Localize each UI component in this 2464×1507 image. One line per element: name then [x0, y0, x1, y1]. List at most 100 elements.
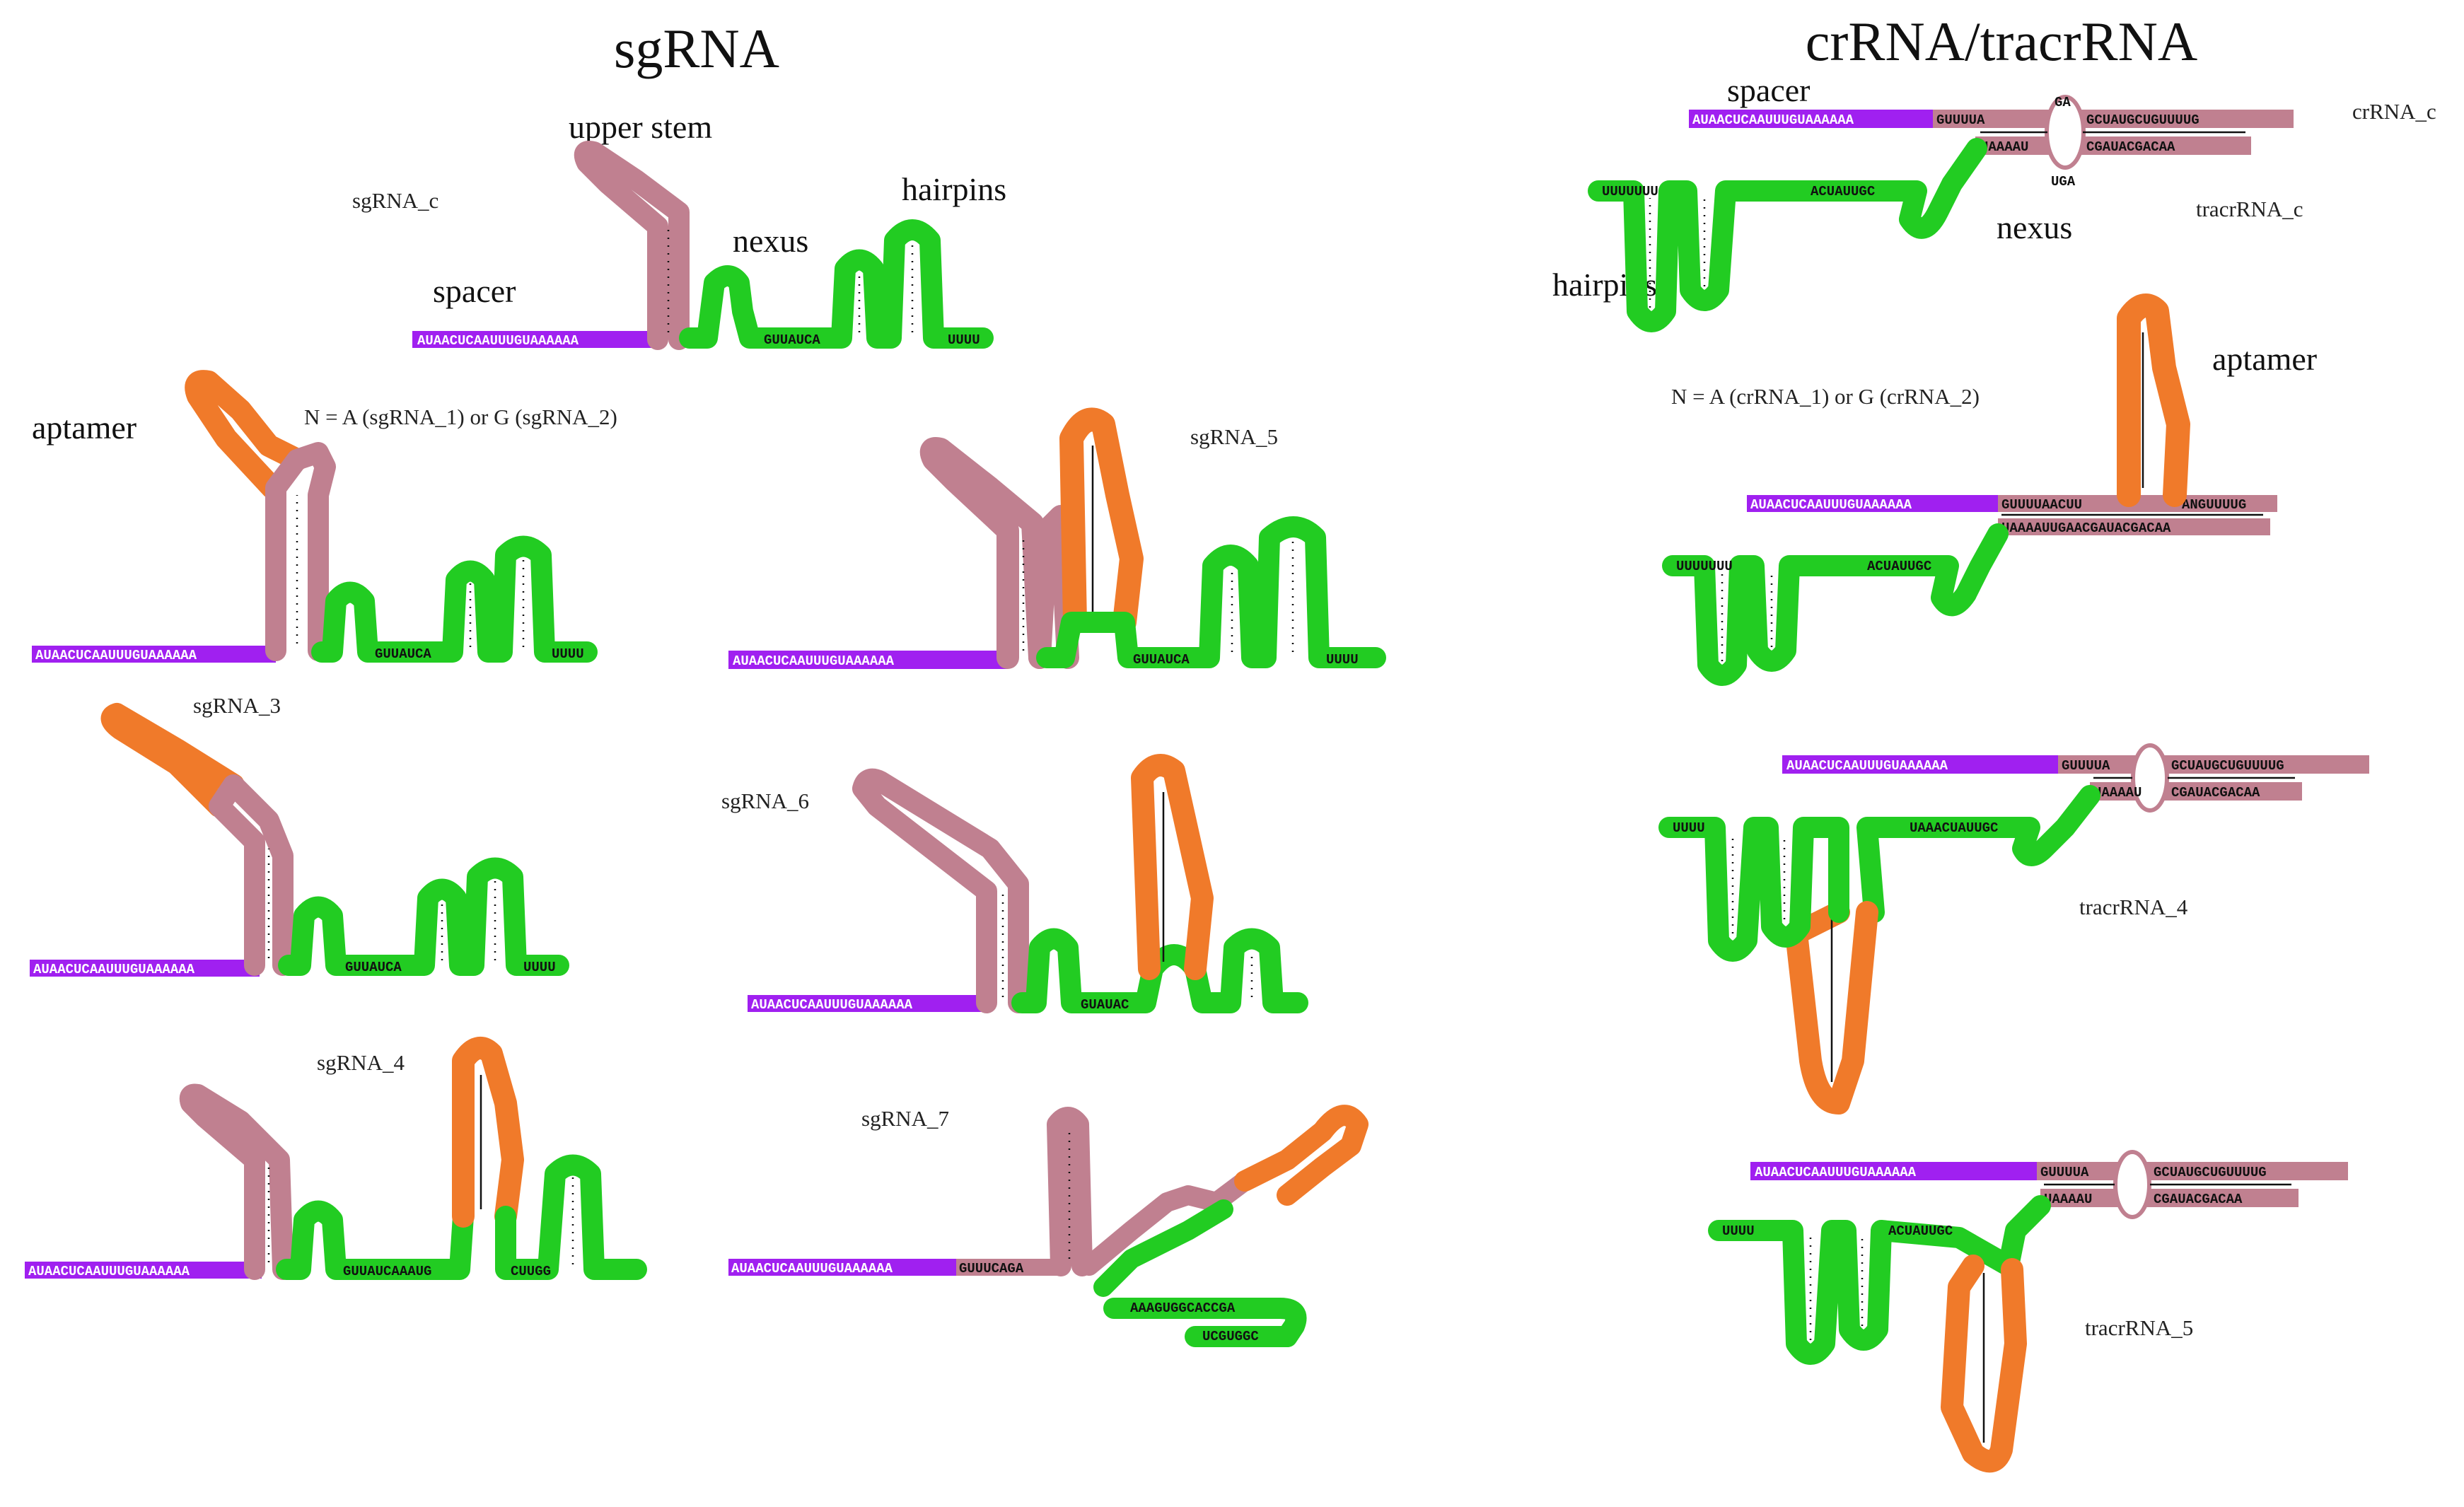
tracrrna-4-label: tracrRNA_4: [2079, 895, 2188, 919]
tracrrna-bottom-right: CGAUACGACAA: [2086, 139, 2175, 155]
upper-stem-shape: [209, 774, 294, 976]
pink-arm: [1079, 1171, 1255, 1276]
spacer-sequence: AUAACUCAAUUUGUAAAAAA: [33, 962, 195, 977]
tracrrna-shape: [1708, 1195, 2051, 1365]
nexus-hairpins-shape: [311, 535, 598, 663]
aptamer-shape: [100, 703, 245, 817]
spacer-segment: [1750, 1162, 2037, 1180]
spacer-sequence: AUAACUCAAUUUGUAAAAAA: [1786, 758, 1948, 774]
spacer-segment: [728, 1259, 956, 1276]
cr-spacer-label: spacer: [1727, 72, 1810, 108]
upper-stem-shape: [919, 437, 1051, 669]
bulge-bottom: UGA: [2051, 174, 2076, 190]
crrna-repeat-segment: [2037, 1162, 2348, 1180]
tail-sequence: UUUU: [523, 960, 556, 975]
crrna-repeat-segment: [1998, 495, 2178, 512]
tail-sequence: UUUU: [552, 646, 584, 662]
upper-stem-shape: [265, 442, 336, 661]
nexus-hairpins-shape: [679, 219, 994, 349]
tracrrna-antirepeat-segment: [1975, 136, 2251, 155]
upper-stem-shape: [1047, 1107, 1093, 1276]
linker-sequence: GUUAUCA: [1133, 652, 1190, 668]
sgrna-3-structure: sgRNA_3 AUAACUCAAUUUGUAAAAAA GUUAUCA UUU…: [30, 693, 569, 977]
green-arm: [1093, 1199, 1233, 1297]
sgrna-7-structure: sgRNA_7 AUAACUCAAUUUGUAAAAAA GUUUCAGA AA…: [728, 1105, 1368, 1347]
sgrna-1-2-structure: aptamer N = A (sgRNA_1) or G (sgRNA_2) A…: [32, 370, 617, 663]
tracr-hairpin-pairs: [1649, 198, 1706, 308]
spacer-segment: [32, 646, 276, 663]
bulge: [2131, 743, 2169, 813]
crrna-n-note: N = A (crRNA_1) or G (crRNA_2): [1671, 384, 1980, 409]
crrna-1-2-structure: aptamer N = A (crRNA_1) or G (crRNA_2) A…: [1662, 293, 2317, 686]
tracrrna-tail: UUUUUUU: [1676, 559, 1733, 574]
aptamer-shape: [2117, 293, 2190, 507]
tracrrna-tail: UUUUUUU: [1602, 184, 1658, 199]
spacer-segment: [25, 1262, 262, 1279]
crrna-top-right: ANGUUUUG: [2182, 497, 2246, 513]
tracrrna-tail: UUUU: [1722, 1223, 1755, 1239]
tracrrna-5-label: tracrRNA_5: [2085, 1315, 2193, 1340]
hairpins-label: hairpins: [902, 171, 1006, 207]
upper-stem-label: upper stem: [569, 109, 712, 145]
linker-sequence: GUUAUCA: [345, 960, 402, 975]
nexus-hairpins-shape: [1011, 928, 1308, 1013]
bulge: [2113, 1150, 2151, 1219]
spacer-sequence: AUAACUCAAUUUGUAAAAAA: [417, 333, 579, 349]
tracrrna-linker: ACUAUUGC: [1888, 1223, 1953, 1239]
spacer-segment: [748, 995, 988, 1012]
spacer-sequence: AUAACUCAAUUUGUAAAAAA: [35, 648, 197, 663]
nexus-label: nexus: [733, 223, 808, 259]
cr-aptamer-label: aptamer: [2212, 341, 2317, 377]
nexus-shape: [276, 1200, 474, 1280]
aptamer-shape: [452, 1037, 524, 1228]
tail-sequence-a: AAAGUGGCACCGA: [1130, 1301, 1236, 1316]
tail-shape: [1103, 1298, 1307, 1347]
tracrrna-bottom-left: UAAAAU: [1980, 139, 2028, 155]
aptamer-shape: [1941, 1255, 2027, 1473]
tracrrna-linker: ACUAUUGC: [1811, 184, 1875, 199]
sgrna-6-label: sgRNA_6: [721, 789, 809, 813]
sgrna-6-structure: sgRNA_6 AUAACUCAAUUUGUAAAAAA GUAUAC: [721, 754, 1308, 1013]
linker-segment: [956, 1259, 1059, 1276]
nexus-hairpins-shape: [1036, 516, 1386, 668]
tracrrna-tail: UUUU: [1673, 820, 1705, 836]
crrna-top-left: GUUUUA: [2040, 1165, 2089, 1180]
hairpin-shape: [495, 1154, 647, 1280]
tracrrna-antirepeat-segment: [2040, 1189, 2299, 1207]
crrna-top-right: GCUAUGCUGUUUUG: [2086, 112, 2199, 128]
linker-sequence: GUUUCAGA: [959, 1261, 1024, 1276]
crrna-c-structure: spacer nexus hairpins crRNA_c tracrRNA_c…: [1552, 72, 2436, 332]
sgrna-n-note: N = A (sgRNA_1) or G (sgRNA_2): [304, 405, 617, 429]
tracrrna-4-structure: tracrRNA_4 AUAACUCAAUUUGUAAAAAA GUUUUA G…: [1658, 743, 2369, 1115]
crrna-top-left: GUUUUA: [1936, 112, 1985, 128]
aptamer-shape: [1131, 754, 1214, 980]
hairpin-pairs: [441, 880, 496, 960]
spacer-segment: [1782, 755, 2058, 774]
nexus-hairpins-shape: [278, 857, 569, 976]
crrna-top-right: GCUAUGCUGUUUUG: [2171, 758, 2284, 774]
tracr-hairpin-pairs: [1731, 834, 1786, 933]
crrna-top-left: GUUUUAACUU: [2001, 497, 2082, 513]
spacer-sequence: AUAACUCAAUUUGUAAAAAA: [733, 653, 895, 669]
tracrrna-hairpins: [1658, 817, 1849, 962]
spacer-segment: [1689, 110, 1933, 128]
spacer-segment: [728, 651, 1008, 669]
bulge-top: GA: [2055, 95, 2071, 110]
aptamer-label: aptamer: [32, 409, 136, 446]
linker-sequence: GUAUAC: [1081, 997, 1129, 1013]
spacer-segment: [1747, 495, 1998, 512]
crrna-tracrrna-heading: crRNA/tracrRNA: [1806, 11, 2198, 72]
crrna-repeat-segment: [1933, 110, 2294, 128]
tracrrna-shape: [1588, 138, 1987, 332]
sgrna-3-label: sgRNA_3: [193, 693, 281, 718]
tracrrna-bottom-left: UAAAAU: [2093, 785, 2142, 801]
upper-stem-shape: [574, 141, 690, 350]
linker-sequence: GUUAUCA: [375, 646, 431, 662]
tracrrna-shape: [1662, 523, 2009, 686]
sgrna-7-label: sgRNA_7: [861, 1106, 949, 1131]
upper-stem-shape: [852, 768, 1029, 1013]
crrna-top-left: GUUUUA: [2062, 758, 2110, 774]
spacer-sequence: AUAACUCAAUUUGUAAAAAA: [28, 1264, 190, 1279]
tracrrna-c-label: tracrRNA_c: [2196, 197, 2303, 221]
aptamer-shape: [185, 370, 308, 499]
